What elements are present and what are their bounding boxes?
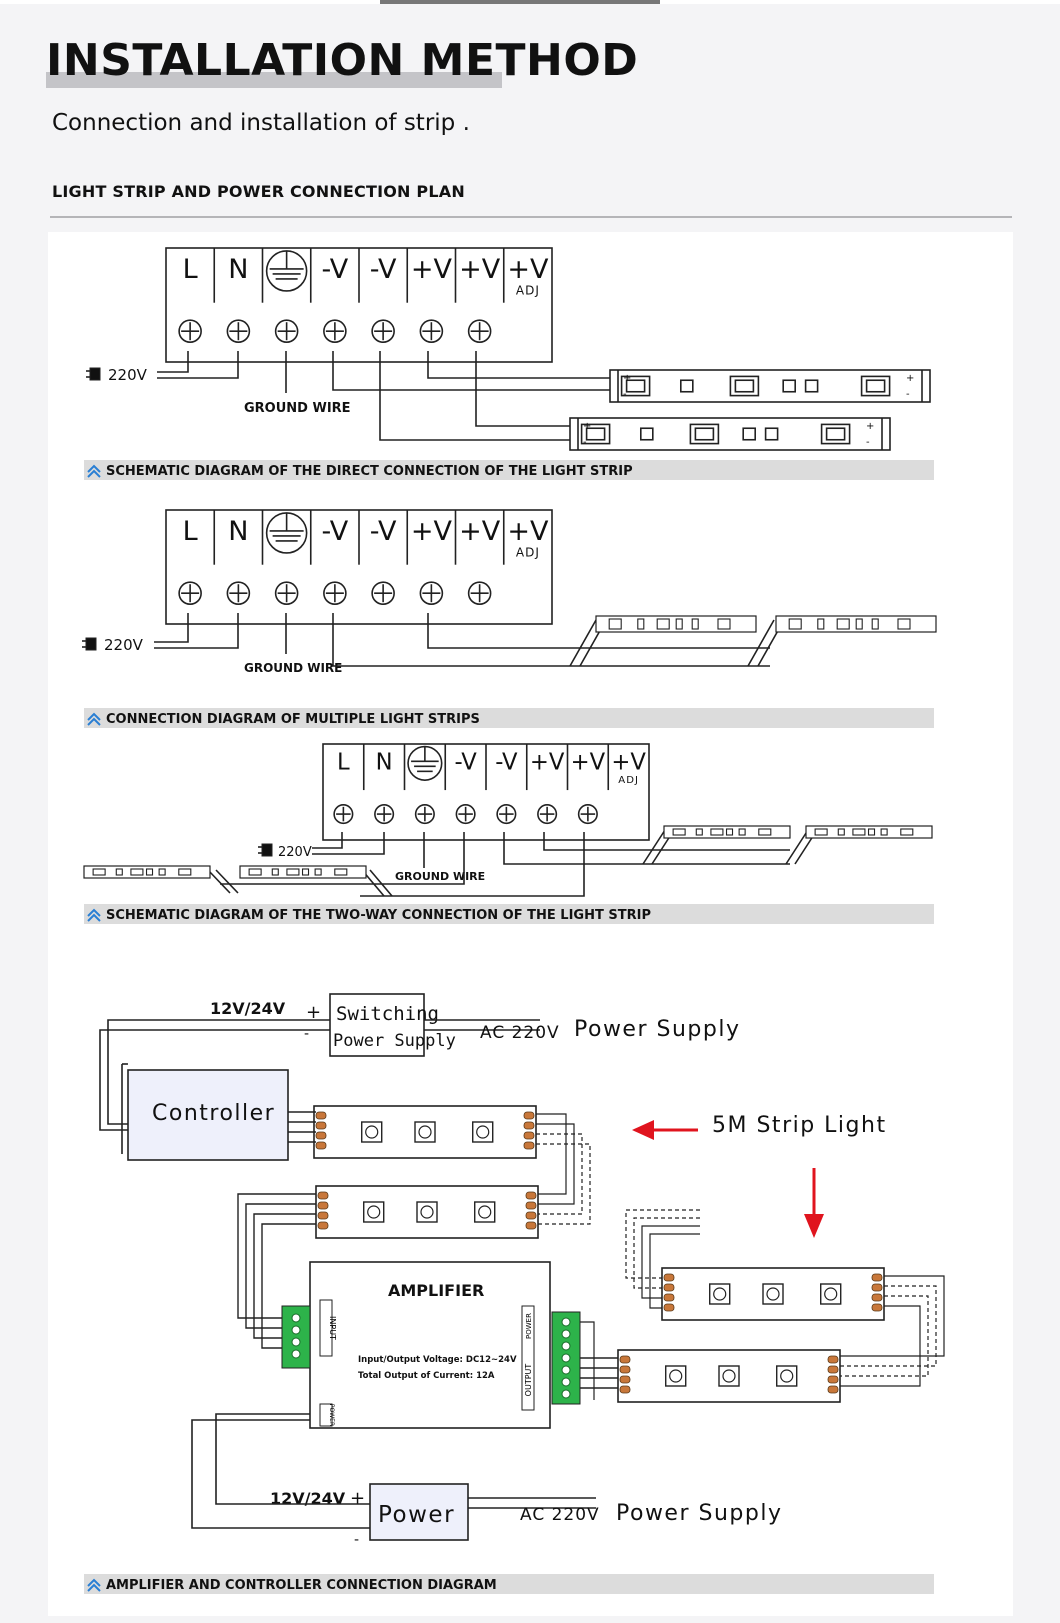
- diagram-panel: [48, 232, 1013, 1616]
- page-subtitle: Connection and installation of strip .: [52, 110, 470, 136]
- section-divider: [50, 216, 1012, 218]
- title-block: INSTALLATION METHOD: [46, 34, 638, 88]
- top-edge-accent: [380, 0, 660, 4]
- top-edge-bar: [0, 0, 1060, 4]
- section-header: LIGHT STRIP AND POWER CONNECTION PLAN: [50, 180, 1012, 220]
- title-highlight: [46, 72, 502, 88]
- page-title: INSTALLATION METHOD: [46, 35, 639, 86]
- section-title: LIGHT STRIP AND POWER CONNECTION PLAN: [52, 182, 465, 201]
